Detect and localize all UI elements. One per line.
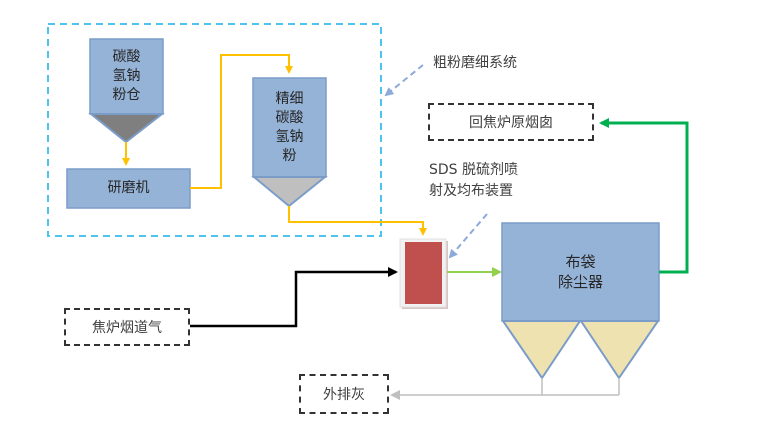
edge-baghouse-to-chimney <box>599 118 689 274</box>
injector-label: SDS 脱硫剂喷 射及均布装置 <box>429 162 519 199</box>
ash-out-box: 外排灰 <box>299 374 389 414</box>
edge-baghouse-to-ash <box>390 378 543 400</box>
silo-label: 碳酸 氢钠 粉仓 <box>112 49 141 103</box>
edge-flue-gas-to-injector <box>190 267 398 328</box>
fine-powder-body <box>252 77 327 178</box>
fine-powder-hopper <box>251 176 328 208</box>
baghouse-hopper-right <box>579 320 660 380</box>
chimney-label: 回焦炉原烟囱 <box>469 115 553 131</box>
callout-arrow-injector <box>448 213 488 259</box>
callout-arrow-subsystem <box>384 64 424 97</box>
flue-gas-box: 焦炉烟道气 <box>64 308 190 346</box>
ash-out-label: 外排灰 <box>323 387 365 403</box>
baghouse-label: 布袋 除尘器 <box>557 253 603 291</box>
edge-fine-powder-to-injector <box>288 206 427 236</box>
baghouse-hopper-left <box>501 320 582 380</box>
fine-powder-label: 精细 碳酸 氢钠 粉 <box>275 90 304 164</box>
chimney-box: 回焦炉原烟囱 <box>428 103 594 141</box>
baghouse-body <box>501 222 660 322</box>
grinder-body <box>66 168 191 209</box>
injector-body <box>405 242 442 304</box>
edge-grinder-to-fine-powder <box>190 54 293 189</box>
flue-gas-label: 焦炉烟道气 <box>92 320 162 336</box>
subsystem-label: 粗粉磨细系统 <box>433 55 517 71</box>
subsystem-border <box>47 23 382 237</box>
grinder-label: 研磨机 <box>107 180 150 196</box>
silo-hopper <box>88 113 165 144</box>
